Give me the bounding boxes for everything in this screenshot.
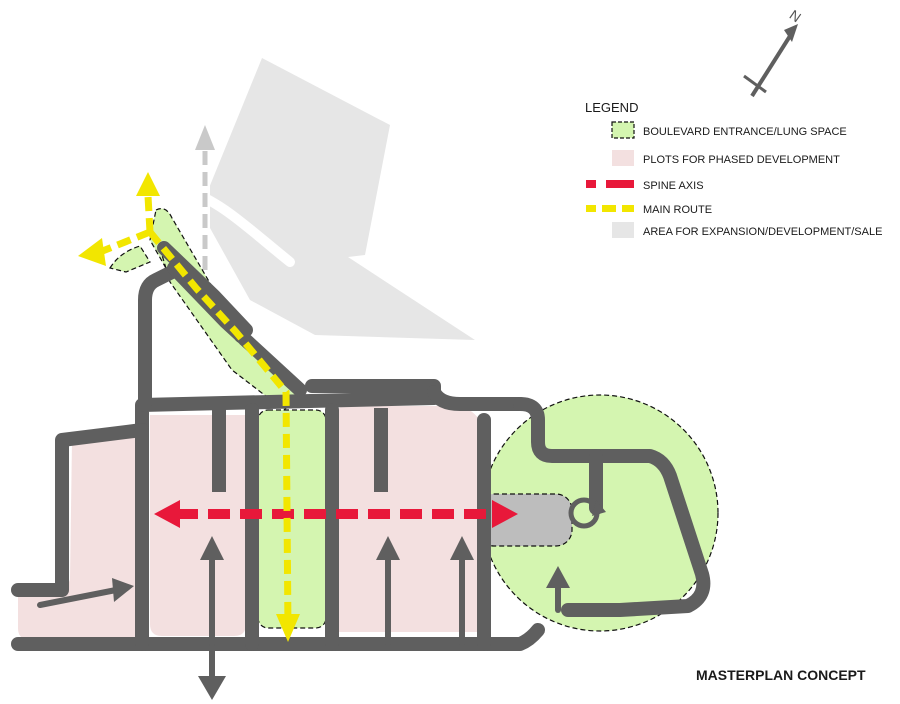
- route-arrowhead-west: [78, 238, 106, 266]
- legend-swatch-expansion: [612, 222, 634, 238]
- legend-swatch-plots: [612, 150, 634, 166]
- main-route: [98, 195, 292, 631]
- legend-label-lung: BOULEVARD ENTRANCE/LUNG SPACE: [643, 126, 847, 138]
- legend-label-spine: SPINE AXIS: [643, 180, 704, 192]
- legend-title: LEGEND: [585, 100, 638, 115]
- legend-label-expansion: AREA FOR EXPANSION/DEVELOPMENT/SALE: [643, 226, 882, 238]
- compass-north-label: N: [787, 6, 804, 25]
- expansion-faint-arrowhead-1: [195, 125, 215, 150]
- lung-boulevard-3: [109, 245, 151, 273]
- legend-swatch-spine: [586, 180, 634, 188]
- legend-swatch-route: [586, 205, 634, 212]
- expansion-area: [200, 58, 475, 340]
- legend-label-route: MAIN ROUTE: [643, 204, 712, 216]
- access-arrows: [37, 536, 570, 700]
- road-east-up: [513, 397, 711, 617]
- legend-swatch-lung: [611, 121, 635, 139]
- road-west: [11, 423, 149, 597]
- road-south: [11, 623, 545, 651]
- stub-roads: [212, 408, 388, 492]
- route-arrowhead-south: [276, 614, 300, 642]
- plot-1: [150, 415, 246, 636]
- road-perimeter-east: [427, 385, 527, 411]
- caption: MASTERPLAN CONCEPT: [696, 667, 866, 683]
- spine-axis: [154, 500, 518, 528]
- road-spur-north-west: [138, 263, 183, 412]
- cul-de-sac: [568, 497, 606, 529]
- main-route-arrowheads: [78, 172, 300, 642]
- legend: LEGEND BOULEVARD ENTRANCE/LUNG SPACE PLO…: [585, 100, 882, 238]
- route-arrowhead-north: [136, 172, 160, 196]
- compass: N: [743, 6, 804, 98]
- plot-west: [18, 436, 142, 640]
- legend-label-plots: PLOTS FOR PHASED DEVELOPMENT: [643, 154, 840, 166]
